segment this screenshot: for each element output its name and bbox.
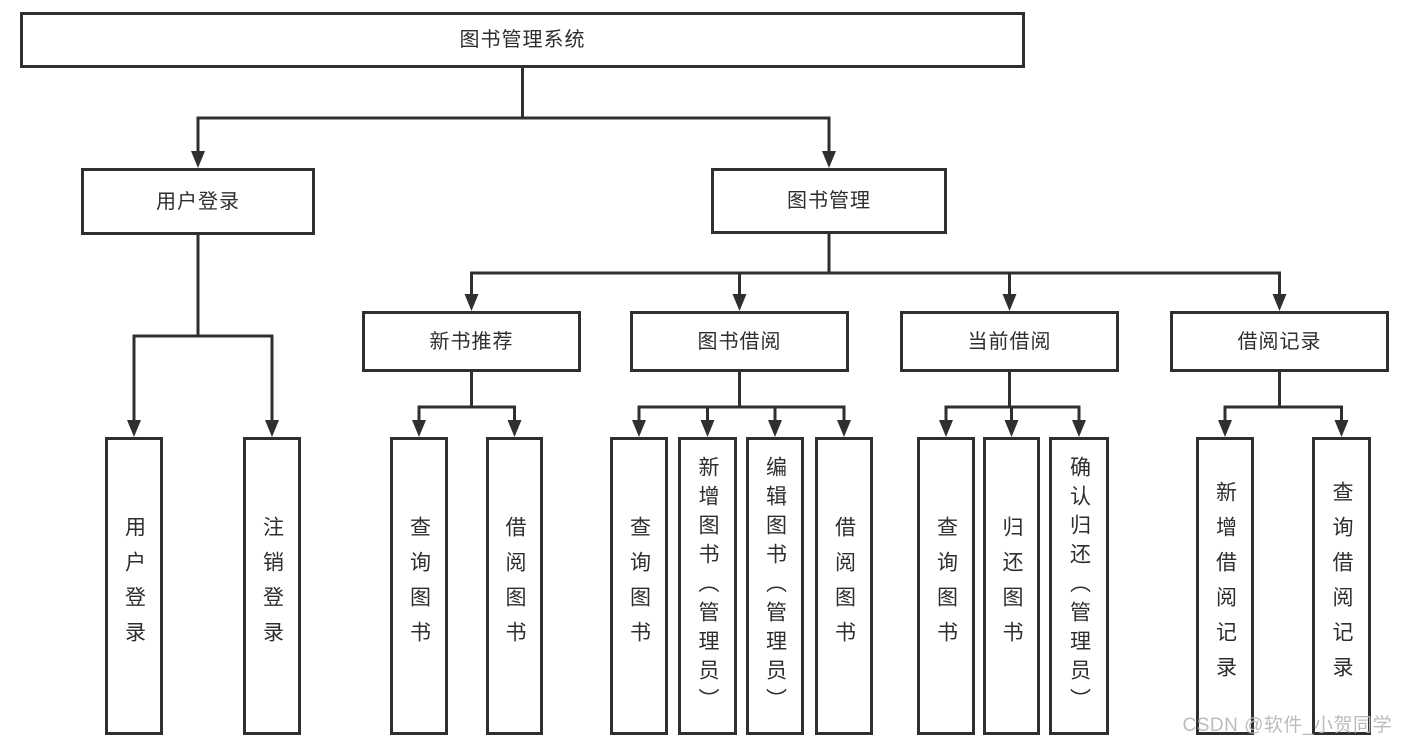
node-logout-action: 注销登录	[243, 437, 301, 735]
node-current-borrow: 当前借阅	[900, 311, 1119, 372]
watermark: CSDN @软件_小贺同学	[1182, 715, 1392, 736]
node-cur-return-book: 归还图书	[983, 437, 1040, 735]
node-rec-borrow-book: 借阅图书	[486, 437, 543, 735]
node-login-action-label: 用户登录	[122, 516, 146, 656]
node-borrow-borrow-book: 借阅图书	[815, 437, 873, 735]
node-root: 图书管理系统	[20, 12, 1025, 68]
node-query-borrow-record-label: 查询借阅记录	[1330, 481, 1353, 691]
node-book-borrow-label: 图书借阅	[697, 330, 782, 353]
node-book-mgmt-label: 图书管理	[787, 190, 871, 212]
node-rec-borrow-book-label: 借阅图书	[503, 516, 526, 656]
node-borrow-edit-book: 编辑图书（管理员）	[746, 437, 804, 735]
node-book-borrow: 图书借阅	[630, 311, 849, 372]
node-borrow-add-book: 新增图书（管理员）	[678, 437, 737, 735]
node-logout-action-label: 注销登录	[260, 516, 284, 656]
node-cur-query-book: 查询图书	[917, 437, 975, 735]
node-cur-query-book-label: 查询图书	[934, 516, 958, 656]
node-new-book-rec: 新书推荐	[362, 311, 581, 372]
node-cur-confirm-return: 确认归还（管理员）	[1049, 437, 1109, 735]
node-borrow-borrow-book-label: 借阅图书	[832, 516, 856, 656]
node-rec-query-book: 查询图书	[390, 437, 448, 735]
node-rec-query-book-label: 查询图书	[407, 516, 431, 656]
node-borrow-edit-book-label: 编辑图书（管理员）	[763, 455, 787, 717]
node-cur-confirm-return-label: 确认归还（管理员）	[1067, 455, 1091, 717]
node-add-borrow-record: 新增借阅记录	[1196, 437, 1254, 735]
node-borrow-records: 借阅记录	[1170, 311, 1389, 372]
node-borrow-add-book-label: 新增图书（管理员）	[696, 455, 719, 717]
node-borrow-records-label: 借阅记录	[1237, 330, 1322, 353]
node-user-login: 用户登录	[81, 168, 315, 235]
node-book-mgmt: 图书管理	[711, 168, 947, 234]
node-current-borrow-label: 当前借阅	[967, 330, 1052, 353]
node-add-borrow-record-label: 新增借阅记录	[1213, 481, 1237, 691]
node-root-label: 图书管理系统	[459, 29, 586, 51]
node-borrow-query-book: 查询图书	[610, 437, 668, 735]
node-borrow-query-book-label: 查询图书	[627, 516, 651, 656]
node-new-book-rec-label: 新书推荐	[429, 330, 514, 353]
node-user-login-label: 用户登录	[156, 190, 240, 213]
node-query-borrow-record: 查询借阅记录	[1312, 437, 1371, 735]
node-cur-return-book-label: 归还图书	[1000, 516, 1023, 656]
node-login-action: 用户登录	[105, 437, 163, 735]
